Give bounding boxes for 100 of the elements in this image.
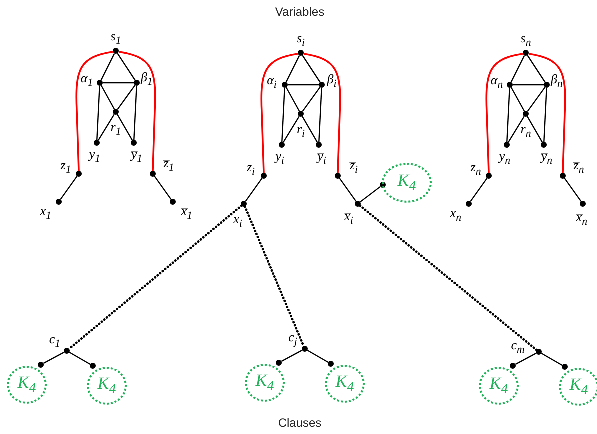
vertex-dot [580, 201, 586, 207]
vertex-dot [298, 111, 304, 117]
curved-edge [76, 51, 114, 172]
vertex-dot [113, 48, 119, 54]
curved-edge [260, 53, 298, 174]
vertex-label: r$_{1}$ [110, 119, 122, 139]
vertex-label: r$_{n}$ [520, 121, 532, 141]
graph-edge [541, 352, 563, 366]
vertex-dot [536, 349, 542, 355]
vertex-dot [355, 201, 361, 207]
vertex-dot [282, 82, 288, 88]
vertex-dot [170, 199, 176, 205]
vertex-label: y̅$_{1}$ [130, 146, 144, 166]
vertex-label: β$_{i}$ [326, 71, 338, 91]
vertex-label: c$_{m}$ [510, 337, 526, 357]
vertex-label: x$_{n}$ [449, 205, 463, 225]
vertex-label: z$_{i}$ [246, 159, 256, 179]
vertex-label: y̅$_{i}$ [316, 148, 328, 168]
graph-edge [98, 114, 115, 141]
vertex-dot [523, 50, 529, 56]
graph-edge [69, 352, 91, 366]
graph-edge [281, 350, 303, 362]
vertex-dot [562, 364, 568, 370]
vertex-label: α$_{i}$ [266, 72, 278, 92]
vertex-dot [134, 80, 140, 86]
graph-edge [288, 84, 319, 86]
vertex-dot [335, 173, 341, 179]
vertex-dot [504, 142, 510, 148]
graph-edge [286, 55, 300, 83]
vertex-dot [261, 173, 267, 179]
graph-edge [43, 352, 65, 364]
vertex-label: x$_{i}$ [232, 211, 244, 231]
dotted-edge [68, 204, 243, 350]
graph-edge [96, 86, 100, 140]
graph-edge [506, 88, 510, 142]
vertex-label: c$_{1}$ [48, 331, 62, 351]
graph-edge [245, 178, 263, 202]
subgraph-ellipse: K$_{4}$ [325, 365, 365, 403]
graph-edge [564, 178, 582, 202]
curved-edge [528, 53, 566, 174]
graph-edge [283, 116, 300, 143]
vertex-label: z̅$_{n}$ [572, 157, 586, 177]
dotted-edge [359, 204, 538, 352]
graph-edge [515, 352, 537, 366]
subgraph-ellipse: K$_{4}$ [7, 366, 47, 404]
graph-edge [116, 114, 134, 141]
graph-edge [544, 88, 548, 142]
graph-edge [100, 53, 116, 81]
vertex-label: c$_{j}$ [288, 329, 298, 349]
graph-edge [282, 88, 286, 142]
vertex-dot [541, 142, 547, 148]
vertex-label: s$_{i}$ [296, 30, 306, 50]
graph-edge [117, 53, 136, 81]
vertex-dot [241, 201, 247, 207]
graph-edge [103, 82, 134, 84]
vertex-label: z̅$_{1}$ [162, 155, 176, 175]
vertex-dot [486, 173, 492, 179]
graph-edge [307, 350, 329, 364]
vertex-dot [466, 201, 472, 207]
subgraph-ellipse: K$_{4}$ [382, 163, 432, 203]
graph-edge [302, 116, 318, 143]
graph-edge [318, 88, 322, 142]
graph-edge [360, 186, 381, 203]
graph-edge [60, 176, 78, 200]
graph-edge [100, 85, 116, 110]
vertex-dot [298, 50, 304, 56]
vertex-label: z̅$_{i}$ [348, 157, 360, 177]
vertex-dot [56, 199, 62, 205]
subgraph-ellipse: K$_{4}$ [479, 367, 519, 405]
graph-edge [117, 85, 136, 110]
graph-edge [510, 55, 526, 83]
vertex-label: α$_{n}$ [490, 72, 504, 92]
vertex-dot [76, 171, 82, 177]
section-heading: Variables [275, 5, 325, 19]
vertex-dot [510, 363, 516, 369]
vertex-dot [90, 363, 96, 369]
vertex-dot [302, 346, 308, 352]
curved-edge [486, 53, 524, 174]
vertex-dot [38, 362, 44, 368]
vertex-dot [94, 140, 100, 146]
vertex-label: x̅$_{n}$ [575, 209, 589, 229]
curved-edge [304, 53, 342, 174]
vertex-dot [279, 142, 285, 148]
graph-edge [286, 87, 300, 112]
subgraph-ellipse: K$_{4}$ [245, 364, 285, 402]
graph-edge [470, 178, 488, 202]
graph-edge [302, 87, 321, 112]
vertex-dot [276, 360, 282, 366]
vertex-dot [150, 171, 156, 177]
vertex-label: r$_{i}$ [296, 121, 306, 141]
vertex-label: x$_{1}$ [39, 203, 53, 223]
vertex-dot [328, 361, 334, 367]
vertex-dot [560, 173, 566, 179]
graph-edge [527, 55, 546, 83]
vertex-label: y̅$_{n}$ [540, 148, 554, 168]
section-heading: Clauses [278, 416, 322, 430]
vertex-dot [507, 82, 513, 88]
vertex-dot [97, 80, 103, 86]
graph-edge [513, 84, 544, 86]
vertex-dot [544, 82, 550, 88]
